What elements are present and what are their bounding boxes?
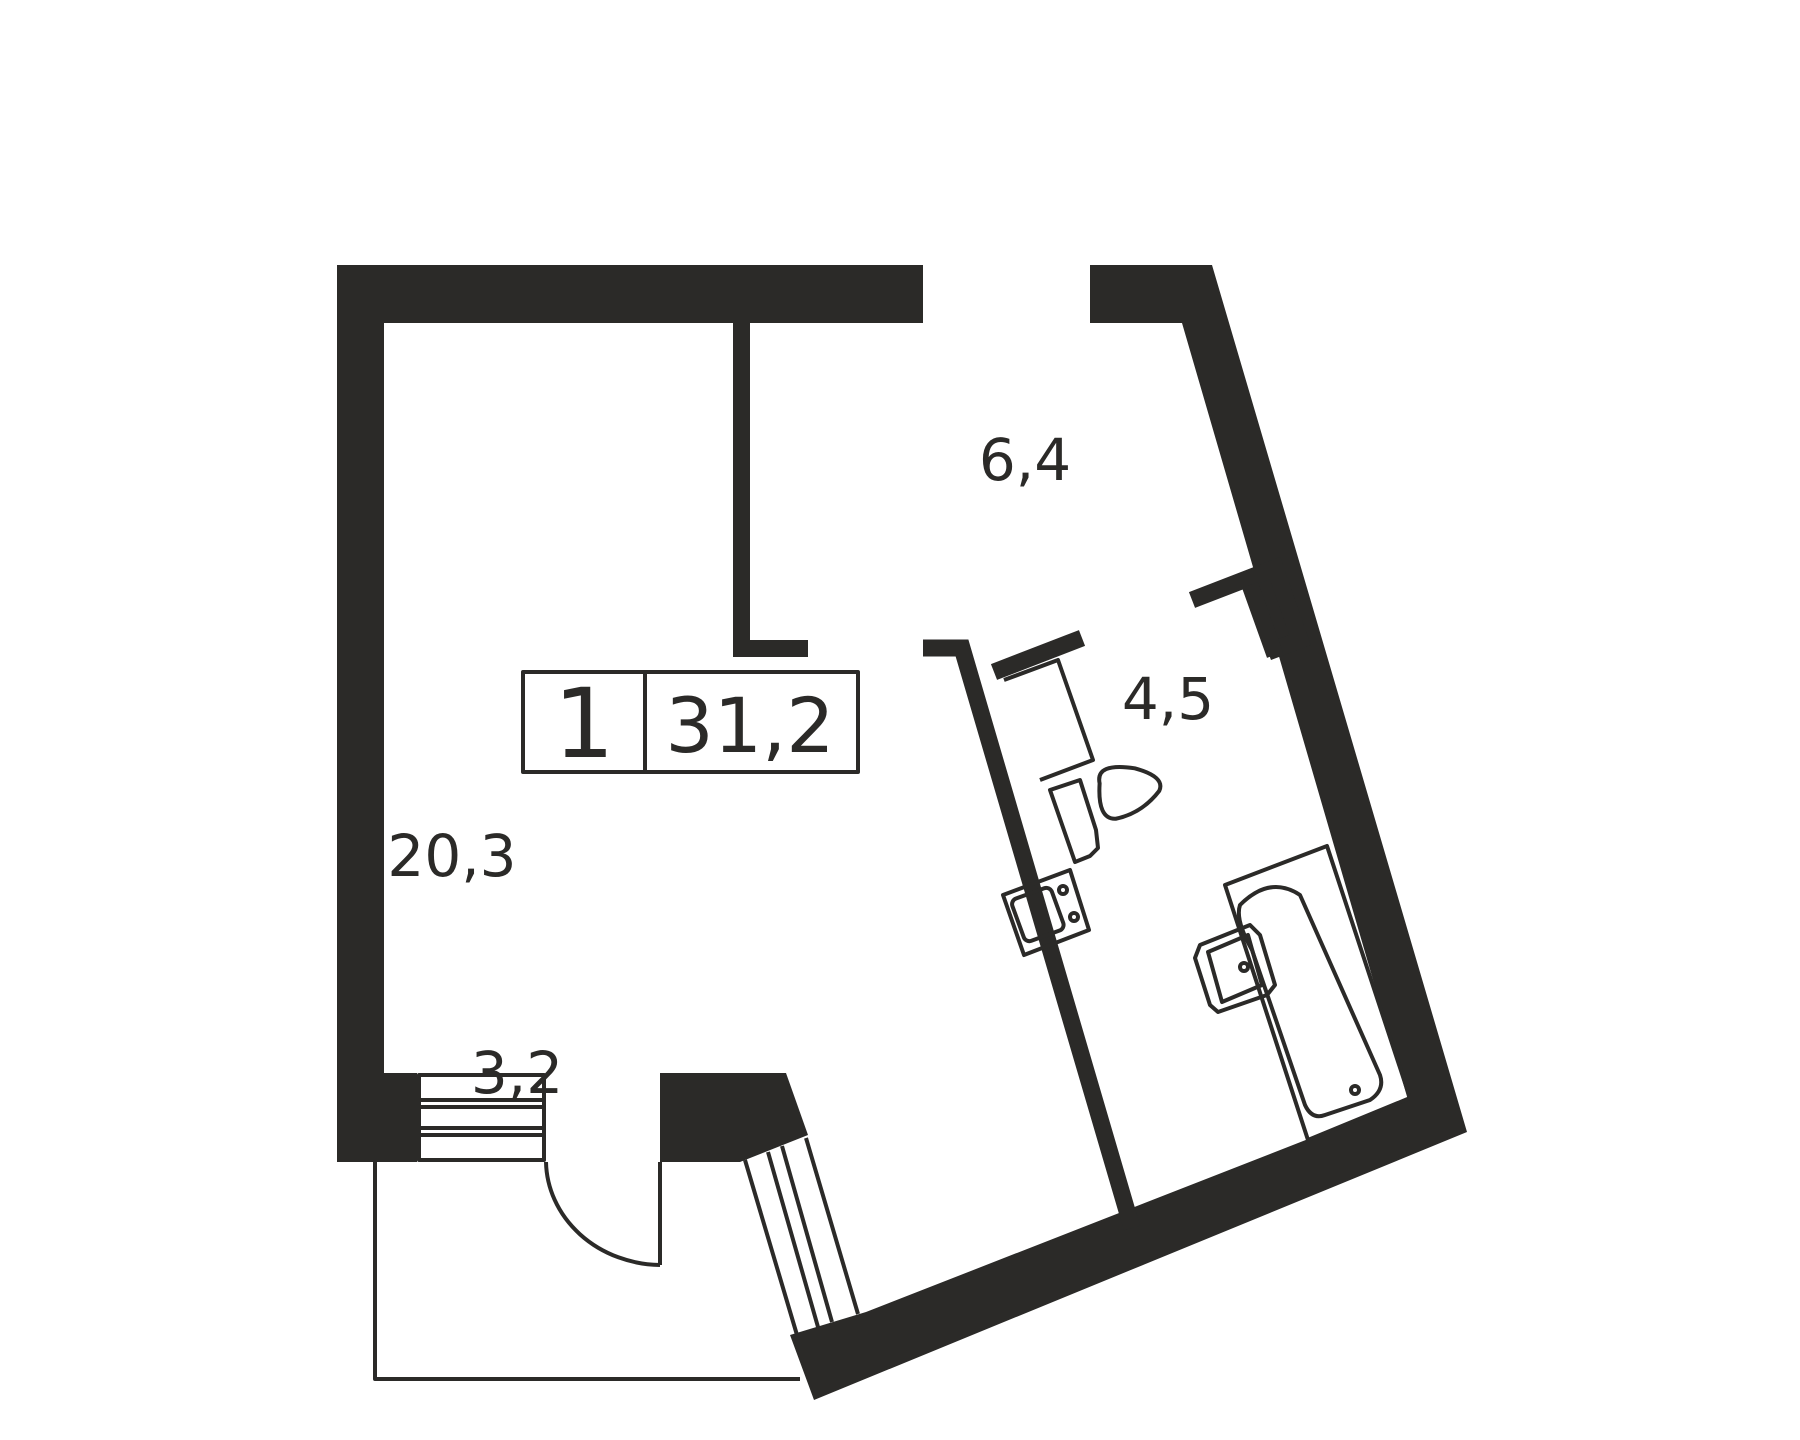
living-area-label: 20,3 <box>387 822 516 890</box>
wall-partition-bathroom <box>923 639 1141 1231</box>
total-area: 31,2 <box>665 681 834 770</box>
wall-partition-living <box>733 323 808 657</box>
kitchen-sink-tap <box>1057 884 1069 896</box>
bath-sink-basin <box>1206 933 1264 1004</box>
wall-closet <box>990 630 1086 680</box>
wall-left-top <box>337 265 923 1162</box>
kitchen-sink-basin <box>1010 885 1066 944</box>
wall-bath-niche-2 <box>1241 582 1284 658</box>
window-diag-bar <box>780 1145 834 1323</box>
wall-right-bottom <box>790 265 1467 1400</box>
summary-box <box>521 670 860 774</box>
wall-entry-chunk <box>660 1073 808 1162</box>
room-count: 1 <box>553 668 614 780</box>
bathroom-area-label: 4,5 <box>1122 665 1214 733</box>
window-left <box>417 1073 546 1162</box>
kitchen-sink-icon <box>1001 868 1091 957</box>
toilet-tank <box>1048 778 1100 864</box>
bath-sink-icon <box>1193 923 1277 1014</box>
bathtub-icon <box>1223 844 1412 1142</box>
closet-shelf <box>1003 658 1095 782</box>
wall-bath-niche <box>1188 556 1311 660</box>
toilet-icon <box>1097 765 1163 821</box>
bath-sink-drain <box>1238 961 1250 973</box>
door-swing-arc <box>544 1161 661 1267</box>
balcony-area-label: 3,2 <box>471 1039 563 1107</box>
kitchen-sink-tap <box>1068 911 1080 923</box>
bathtub-basin <box>1236 885 1384 1119</box>
window-diag-bar <box>804 1137 860 1315</box>
balcony-outline <box>373 1162 800 1381</box>
window-diag-bar <box>743 1159 799 1336</box>
window-diag-bar <box>766 1151 820 1328</box>
bathtub-drain <box>1349 1084 1361 1096</box>
kitchen-area-label: 6,4 <box>979 426 1071 494</box>
